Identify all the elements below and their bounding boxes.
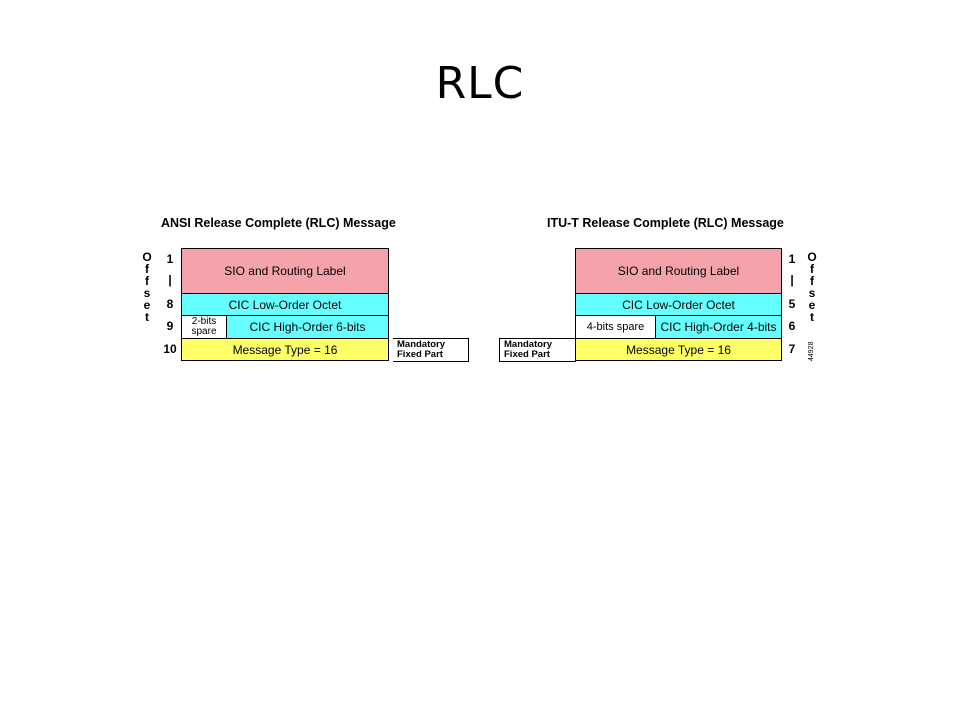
ansi-offset-1: 1 — [166, 252, 174, 266]
itut-offset-range: | — [790, 273, 794, 287]
ansi-mandatory-line1: Mandatory — [397, 339, 446, 350]
itut-diagram-title: ITU-T Release Complete (RLC) Message — [547, 216, 784, 230]
itut-sio-routing-label: SIO and Routing Label — [575, 248, 782, 294]
ansi-spare-bits: 2-bits spare — [181, 315, 227, 339]
ansi-cic-high-order: CIC High-Order 6-bits — [226, 315, 389, 339]
ansi-offset-10: 10 — [163, 342, 177, 356]
slide-title: RLC — [435, 58, 525, 109]
itut-cic-low-order-octet: CIC Low-Order Octet — [575, 293, 782, 316]
itut-offset-7: 7 — [788, 342, 796, 356]
itut-mandatory-line2: Fixed Part — [504, 349, 550, 360]
ansi-offset-9: 9 — [166, 319, 174, 333]
ansi-offset-8: 8 — [166, 297, 174, 311]
ansi-offset-range: | — [168, 273, 172, 287]
itut-mandatory-fixed-part: Mandatory Fixed Part — [499, 338, 576, 362]
itut-cic-high-order: CIC High-Order 4-bits — [655, 315, 782, 339]
itut-mandatory-line1: Mandatory — [504, 339, 553, 350]
itut-offset-6: 6 — [788, 319, 796, 333]
itut-offset-5: 5 — [788, 297, 796, 311]
ansi-mandatory-fixed-part: Mandatory Fixed Part — [393, 338, 469, 362]
ansi-diagram-title: ANSI Release Complete (RLC) Message — [161, 216, 396, 230]
itut-message-type: Message Type = 16 — [575, 338, 782, 361]
ansi-cic-low-order-octet: CIC Low-Order Octet — [181, 293, 389, 316]
ansi-message-type: Message Type = 16 — [181, 338, 389, 361]
ansi-mandatory-line2: Fixed Part — [397, 349, 443, 360]
itut-offset-1: 1 — [788, 252, 796, 266]
ansi-sio-routing-label: SIO and Routing Label — [181, 248, 389, 294]
itut-spare-bits: 4-bits spare — [575, 315, 656, 339]
figure-id: 44928 — [808, 341, 815, 361]
